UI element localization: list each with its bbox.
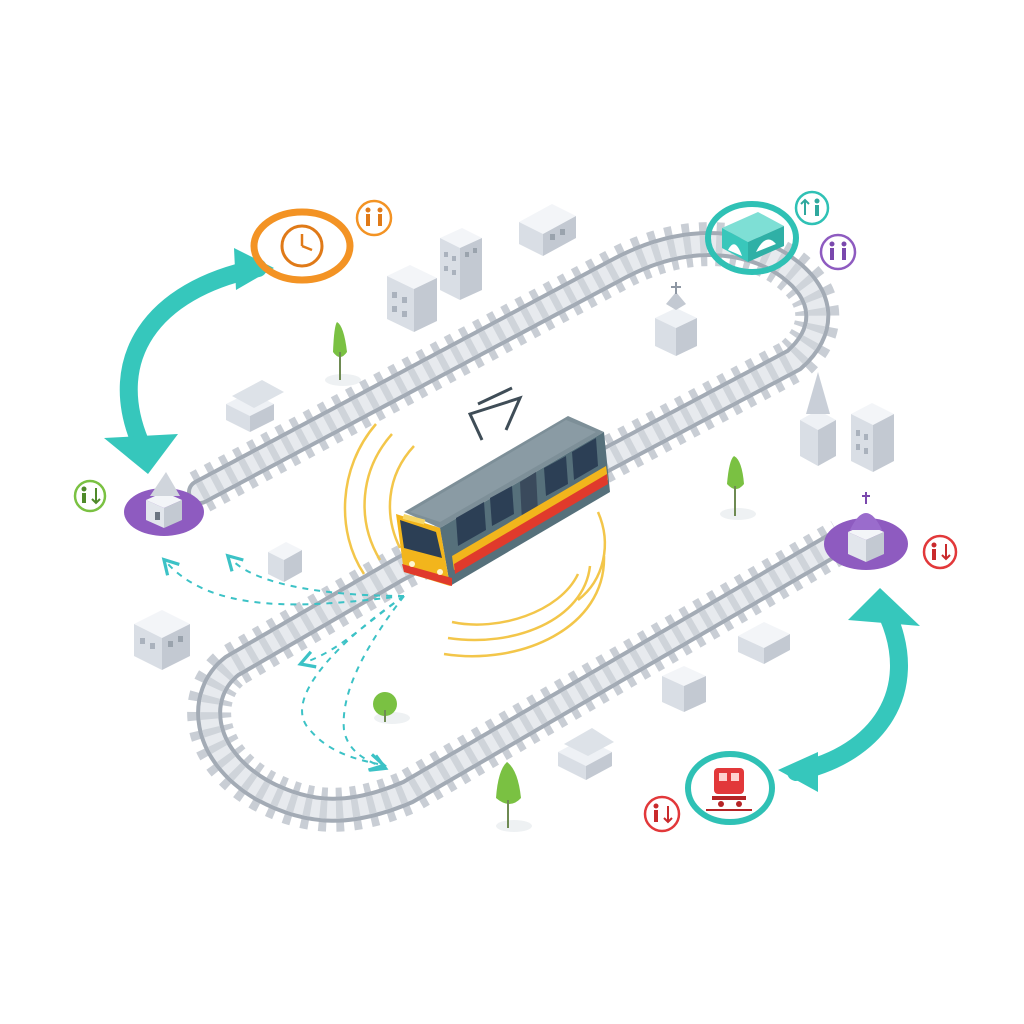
building-icon xyxy=(268,542,302,582)
building-icon xyxy=(738,622,790,664)
route-line xyxy=(342,595,405,772)
stop-timetable[interactable] xyxy=(250,208,354,284)
building-icon xyxy=(662,666,706,712)
house-icon xyxy=(558,728,614,780)
scenery xyxy=(134,204,894,780)
house-icon xyxy=(226,380,284,432)
route-line xyxy=(225,553,405,597)
curved-arrow-icon xyxy=(778,588,920,792)
board-alight-icon xyxy=(643,795,681,833)
passengers-icon xyxy=(355,199,393,237)
route-line xyxy=(161,557,405,606)
tree-icon xyxy=(720,456,756,520)
church-icon xyxy=(655,282,697,356)
tree-icon xyxy=(373,692,410,724)
curved-arrow-icon xyxy=(104,248,274,474)
trees xyxy=(325,322,756,832)
wireless-signal-icon xyxy=(343,423,606,658)
stop-depot[interactable] xyxy=(685,751,775,825)
church-icon xyxy=(800,372,836,466)
tram-icon xyxy=(396,386,610,586)
stop-bridge[interactable] xyxy=(705,201,799,275)
building-icon xyxy=(134,610,190,670)
tree-icon xyxy=(325,322,361,386)
building-icon xyxy=(387,265,437,332)
building-icon xyxy=(440,228,482,300)
chapel-icon xyxy=(146,472,182,528)
board-alight-icon xyxy=(922,534,958,570)
tram-depot-icon xyxy=(706,768,752,811)
domed-church-icon xyxy=(848,492,884,562)
board-alight-icon xyxy=(73,479,107,513)
stop-west-station[interactable] xyxy=(124,472,204,536)
dashed-routes xyxy=(161,553,405,772)
clock-icon xyxy=(280,224,324,268)
building-icon xyxy=(851,403,894,472)
building-icon xyxy=(519,204,576,256)
bridge-icon xyxy=(722,212,784,262)
stop-east-station[interactable] xyxy=(824,492,908,570)
passengers-icon xyxy=(819,233,857,271)
track-ties xyxy=(195,235,847,819)
tree-icon xyxy=(496,762,532,832)
passenger-boarding-icon xyxy=(794,190,830,226)
route-line xyxy=(301,595,405,772)
